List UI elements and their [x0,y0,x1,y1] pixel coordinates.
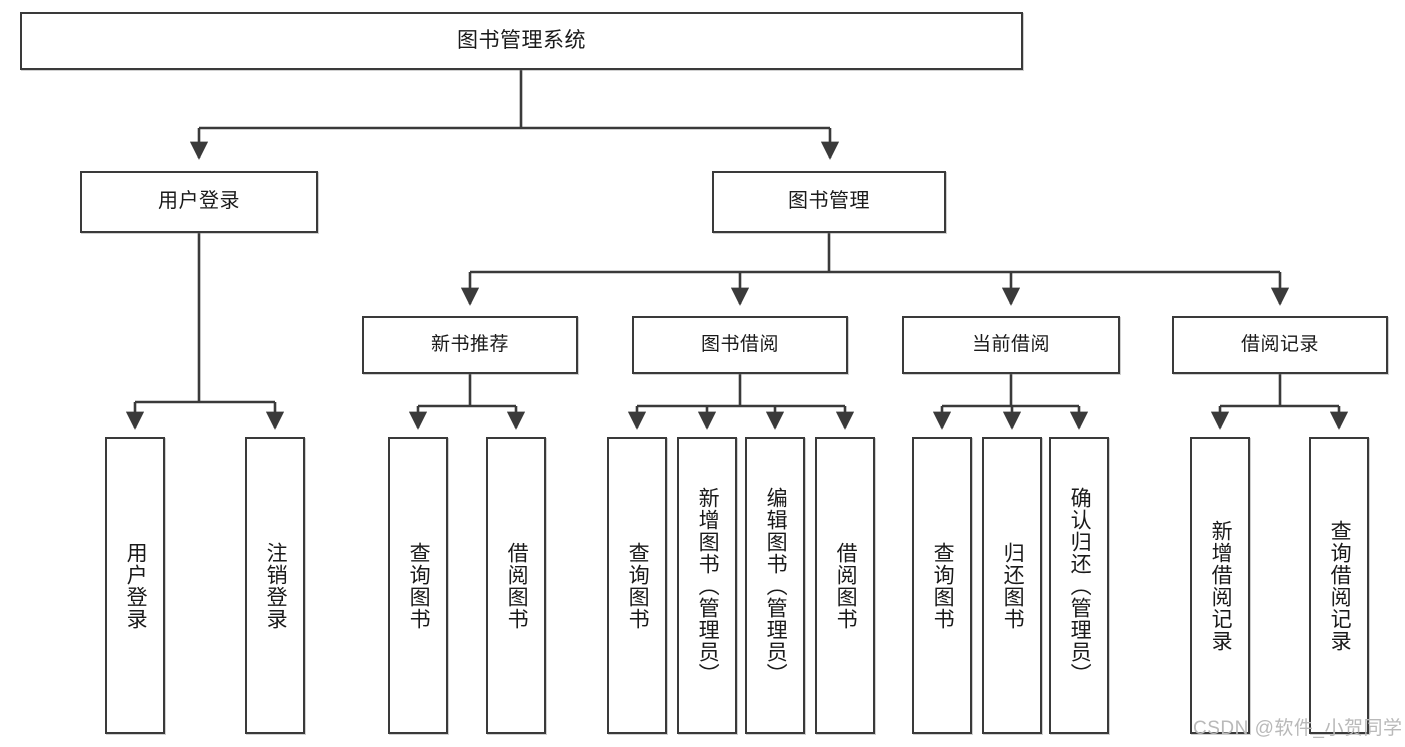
node-leaf-user-login-label: 用户登录 [124,541,148,630]
node-leaf-add-record-label: 新增借阅记录 [1209,519,1233,652]
node-leaf-edit-book-label: 编辑图书（管理员） [764,486,788,685]
node-leaf-confirm-return[interactable]: 确认归还（管理员） [1049,437,1109,734]
node-root-label: 图书管理系统 [457,28,586,52]
node-leaf-query-record[interactable]: 查询借阅记录 [1309,437,1369,734]
node-leaf-user-login[interactable]: 用户登录 [105,437,165,734]
node-current-borrow-label: 当前借阅 [971,333,1050,355]
node-leaf-query-book-2-label: 查询图书 [626,541,650,630]
node-leaf-borrow-book-2-label: 借阅图书 [834,541,858,630]
watermark: CSDN @软件_小贺同学 [1193,718,1403,739]
node-leaf-borrow-book-1-label: 借阅图书 [505,541,529,630]
node-leaf-query-book-1[interactable]: 查询图书 [388,437,448,734]
node-leaf-add-book-label: 新增图书（管理员） [696,486,720,685]
node-leaf-borrow-book-1[interactable]: 借阅图书 [486,437,546,734]
node-leaf-edit-book[interactable]: 编辑图书（管理员） [745,437,805,734]
node-leaf-query-book-3[interactable]: 查询图书 [912,437,972,734]
node-leaf-return-book[interactable]: 归还图书 [982,437,1042,734]
node-user-login-label: 用户登录 [158,190,240,213]
node-borrow-record[interactable]: 借阅记录 [1172,316,1388,374]
node-new-book-recommend-label: 新书推荐 [430,333,509,355]
node-leaf-query-book-1-label: 查询图书 [407,541,431,630]
node-leaf-logout[interactable]: 注销登录 [245,437,305,734]
node-new-book-recommend[interactable]: 新书推荐 [362,316,578,374]
node-book-manage[interactable]: 图书管理 [712,171,946,233]
node-user-login[interactable]: 用户登录 [80,171,318,233]
node-leaf-query-record-label: 查询借阅记录 [1328,519,1352,652]
node-leaf-query-book-2[interactable]: 查询图书 [607,437,667,734]
node-book-borrow[interactable]: 图书借阅 [632,316,848,374]
node-leaf-logout-label: 注销登录 [264,541,288,630]
node-book-borrow-label: 图书借阅 [700,333,779,355]
node-leaf-add-record[interactable]: 新增借阅记录 [1190,437,1250,734]
node-current-borrow[interactable]: 当前借阅 [902,316,1120,374]
node-leaf-confirm-return-label: 确认归还（管理员） [1068,486,1092,685]
node-leaf-add-book[interactable]: 新增图书（管理员） [677,437,737,734]
node-borrow-record-label: 借阅记录 [1240,333,1319,355]
node-leaf-return-book-label: 归还图书 [1001,541,1025,630]
node-leaf-query-book-3-label: 查询图书 [931,541,955,630]
node-root[interactable]: 图书管理系统 [20,12,1023,70]
node-book-manage-label: 图书管理 [788,190,870,213]
node-leaf-borrow-book-2[interactable]: 借阅图书 [815,437,875,734]
